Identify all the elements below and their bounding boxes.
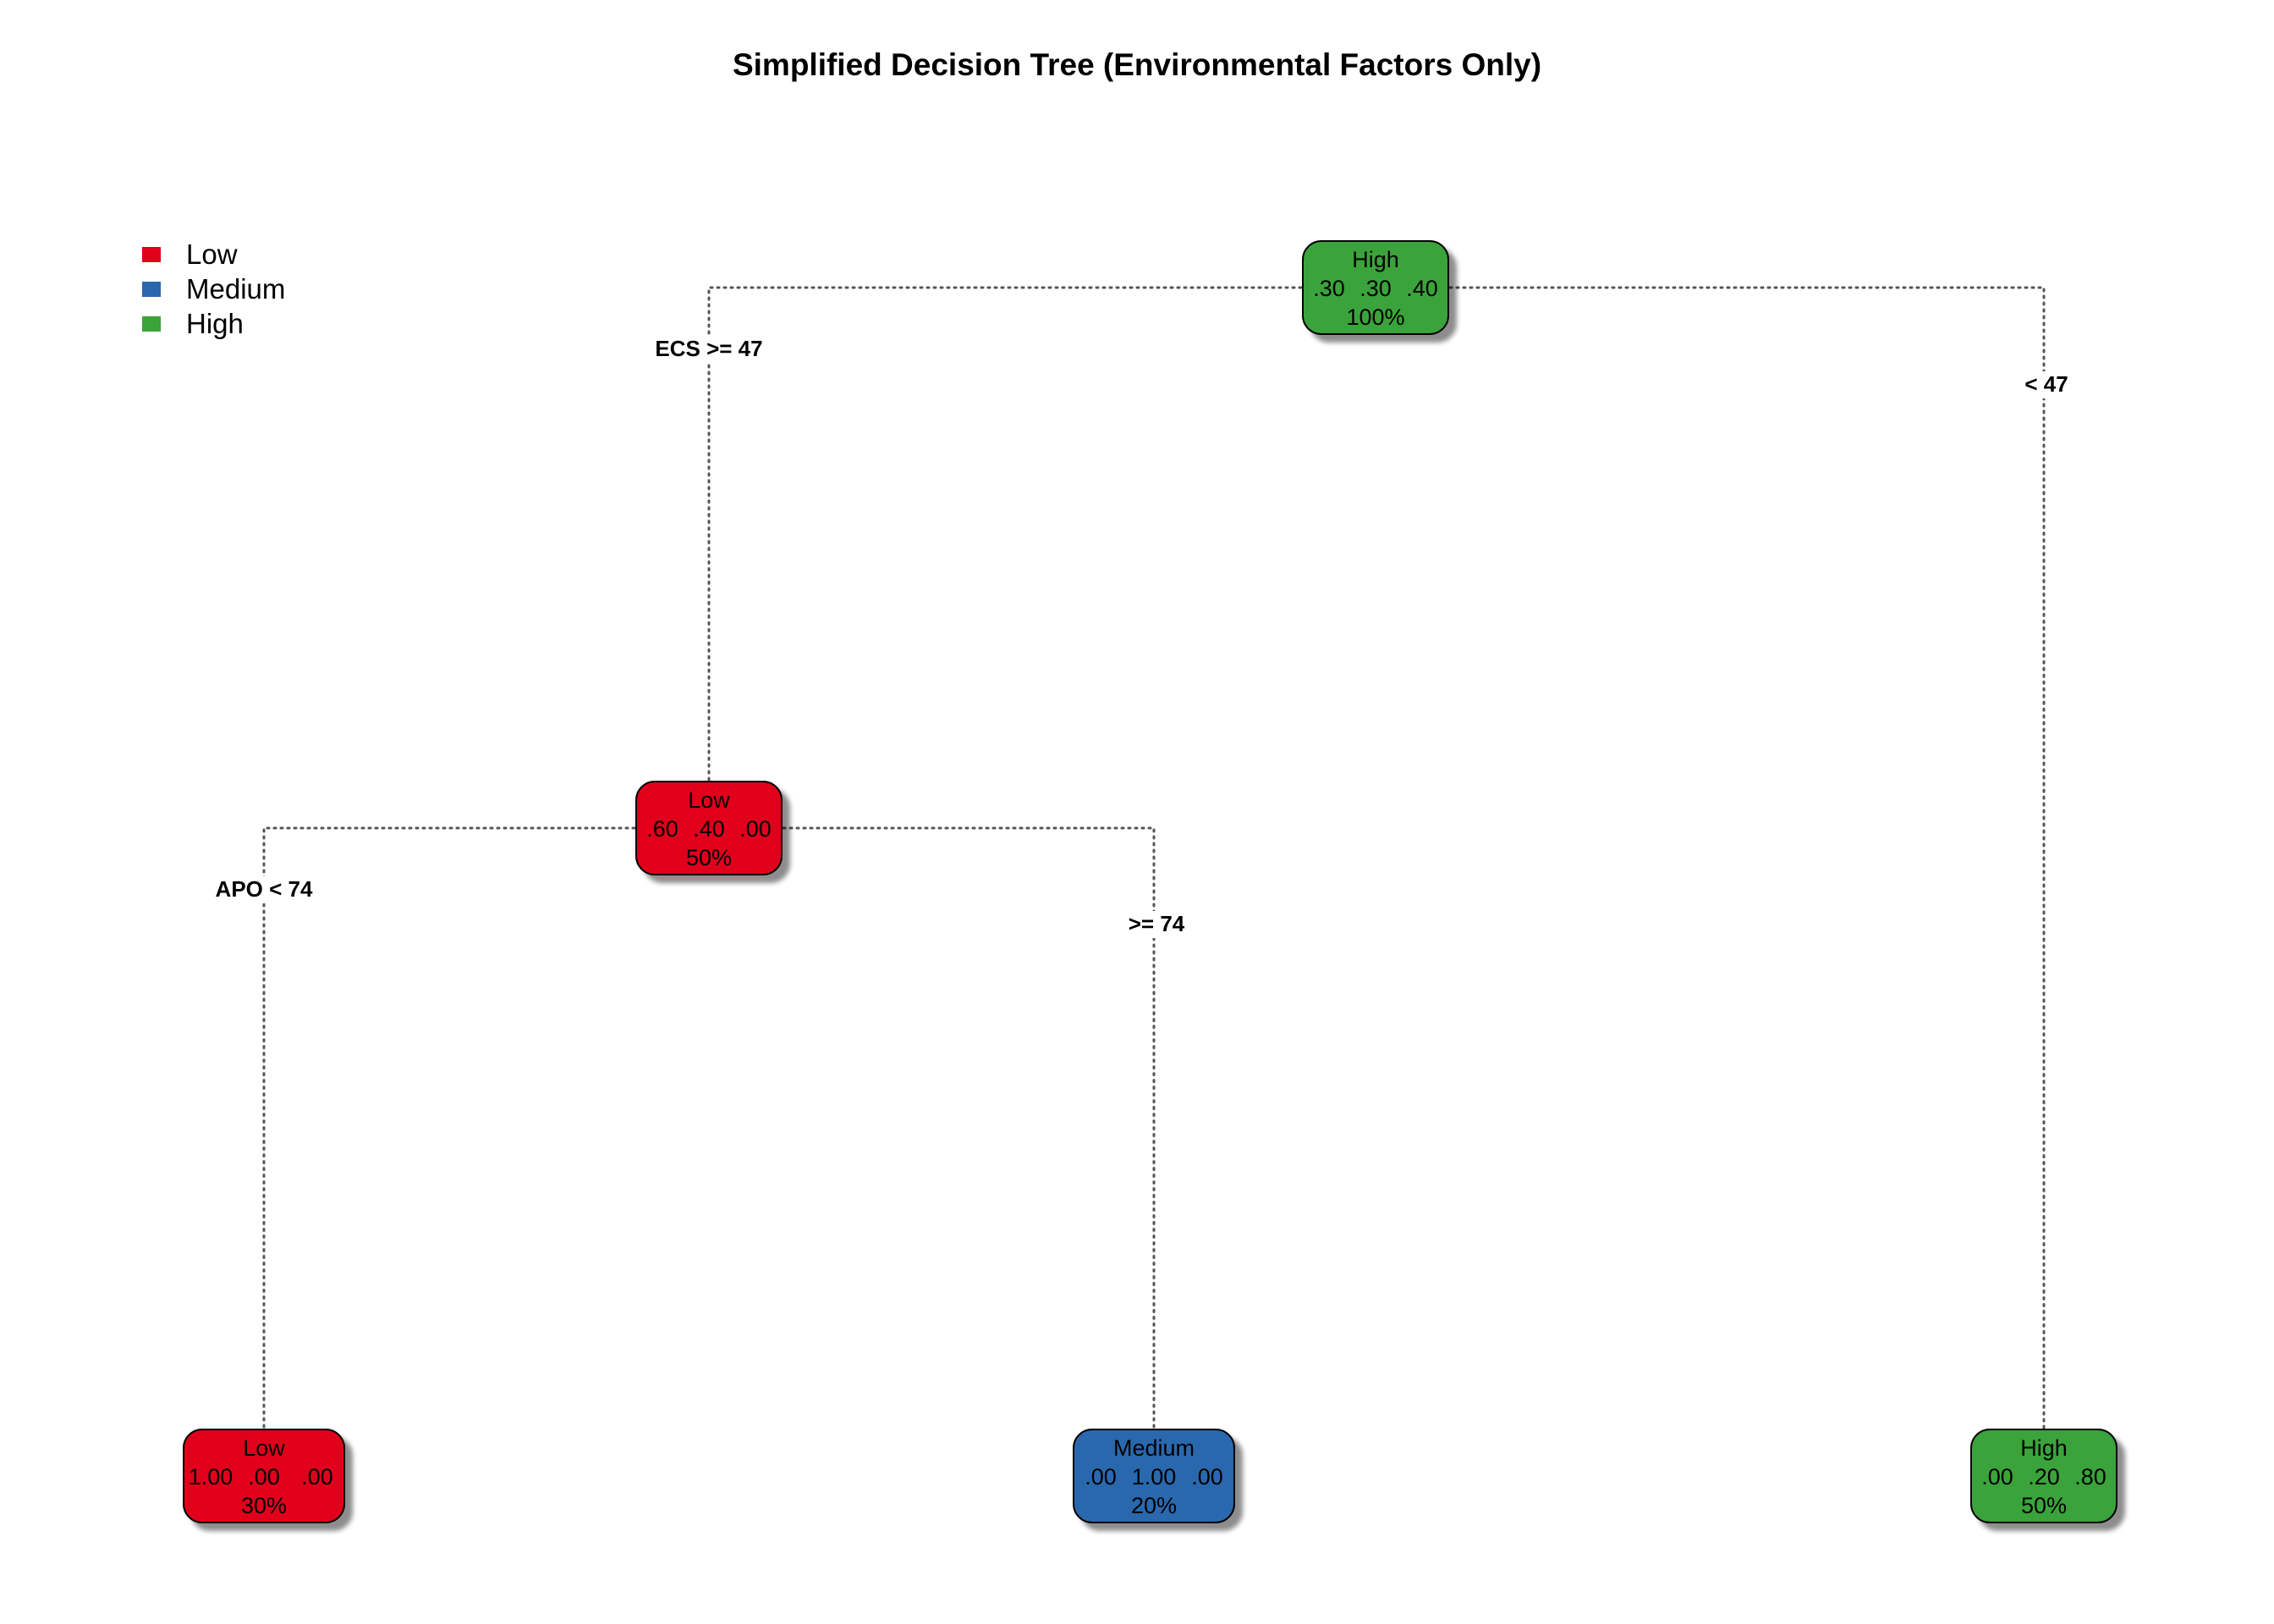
- edge-label-left-leaf1: APO < 74: [216, 876, 313, 902]
- edge-label-bg-root-leaf3: [2021, 371, 2072, 398]
- node-box-root: [1302, 240, 1449, 335]
- node-prob-leaf3-1: .20: [2028, 1464, 2060, 1490]
- node-prob-leaf2-1: 1.00: [1132, 1464, 1177, 1490]
- edge-root-leaf3: [1374, 286, 2046, 1478]
- legend-item-medium: Medium: [142, 272, 285, 306]
- edges-layer: ECS >= 47 < 47 APO < 74 >= 74: [211, 286, 2072, 1478]
- edge-left-leaf1: [262, 826, 711, 1478]
- node-prob-leaf1-2: .00: [301, 1464, 333, 1490]
- node-box-leaf1: [183, 1429, 345, 1523]
- legend-item-low: Low: [142, 237, 285, 272]
- legend-label-low: Low: [186, 238, 238, 270]
- node-pct-leaf3: 50%: [2021, 1493, 2067, 1518]
- node-prob-leaf1-1: .00: [248, 1464, 280, 1490]
- node-leaf2: Medium .00 1.00 .00 20%: [1073, 1429, 1235, 1523]
- edge-label-left-leaf2: >= 74: [1129, 911, 1185, 936]
- chart-title: Simplified Decision Tree (Environmental …: [732, 47, 1542, 82]
- edge-label-bg-left-leaf1: [211, 876, 316, 903]
- edge-label-bg-left-leaf2: [1124, 911, 1189, 938]
- node-box-leaf2: [1073, 1429, 1235, 1523]
- node-prob-root-2: .40: [1406, 276, 1438, 301]
- node-prob-left-1: .40: [693, 816, 725, 842]
- node-prob-left-0: .60: [646, 816, 678, 842]
- nodes-layer: High.30.30.40100%Low.60.40.0050%Low1.00.…: [183, 240, 2117, 1523]
- node-class-leaf3: High: [2020, 1435, 2068, 1461]
- legend-swatch-high: [142, 315, 161, 332]
- node-leaf1: Low 1.00 .00 .00 30%: [183, 1429, 345, 1523]
- edge-label-root-left: ECS >= 47: [655, 336, 762, 361]
- legend-item-high: High: [142, 306, 285, 341]
- legend-label-medium: Medium: [186, 272, 286, 304]
- node-prob-leaf3-0: .00: [1981, 1464, 2013, 1490]
- node-leaf3: High .00 .20 .80 50%: [1970, 1429, 2117, 1523]
- node-pct-root: 100%: [1346, 304, 1404, 330]
- node-prob-leaf1-0: 1.00: [189, 1464, 233, 1490]
- node-class-root: High: [1352, 247, 1399, 272]
- edge-root-left: [707, 286, 1377, 830]
- node-pct-leaf1: 30%: [241, 1493, 287, 1518]
- node-prob-leaf2-2: .00: [1191, 1464, 1223, 1490]
- node-pct-left: 50%: [686, 845, 732, 870]
- legend-swatch-low: [142, 246, 161, 262]
- node-class-leaf1: Low: [243, 1435, 285, 1461]
- node-prob-root-0: .30: [1313, 276, 1345, 301]
- node-class-leaf2: Medium: [1113, 1435, 1195, 1461]
- legend-swatch-medium: [142, 281, 161, 297]
- node-box-leaf3: [1970, 1429, 2117, 1523]
- node-left: Low .60 .40 .00 50%: [635, 781, 783, 875]
- node-prob-left-2: .00: [739, 816, 772, 842]
- legend-label-high: High: [186, 307, 244, 339]
- node-prob-leaf2-0: .00: [1085, 1464, 1117, 1490]
- node-pct-leaf2: 20%: [1131, 1493, 1177, 1518]
- node-prob-root-1: .30: [1359, 276, 1392, 301]
- edge-left-leaf2: [707, 826, 1156, 1478]
- node-box-left: [635, 781, 783, 875]
- legend: Low Medium High: [142, 237, 285, 341]
- node-prob-leaf3-2: .80: [2074, 1464, 2106, 1490]
- edge-label-bg-root-left: [651, 336, 766, 363]
- edge-label-root-leaf3: < 47: [2024, 371, 2068, 397]
- node-class-left: Low: [688, 787, 730, 813]
